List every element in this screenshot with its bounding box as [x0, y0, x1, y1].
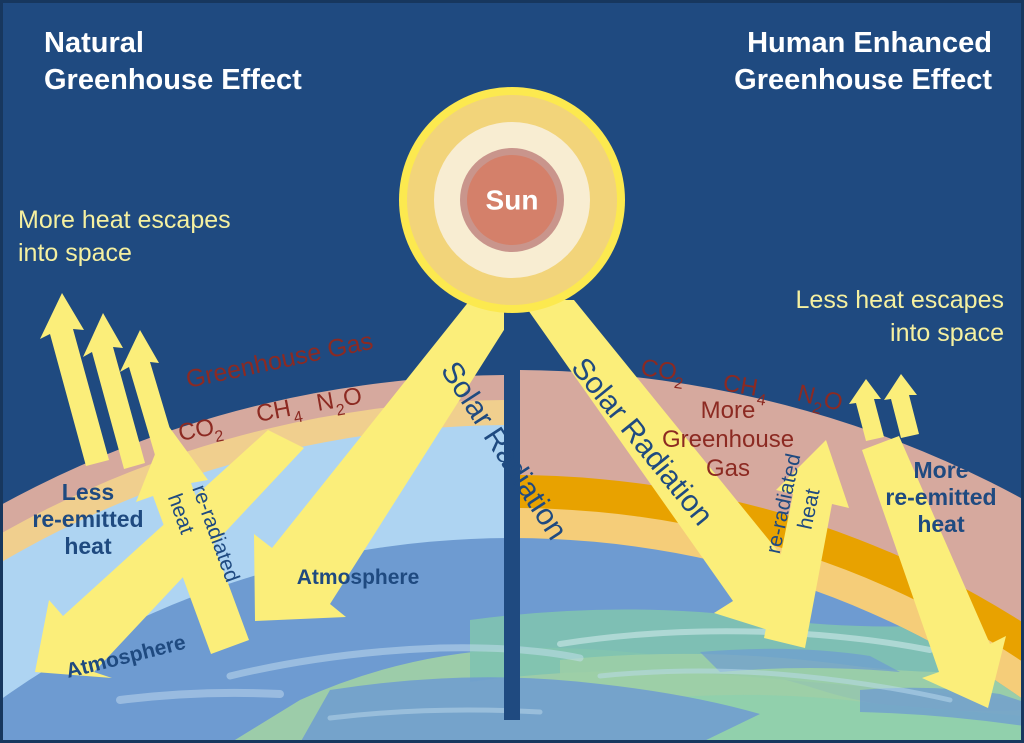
escape-arrow-left-1 — [40, 293, 109, 466]
left-re-emitted-arrow-shape — [35, 430, 304, 678]
left-solar-beam-shape — [254, 300, 523, 621]
earth-land-mass-4 — [640, 694, 1024, 743]
right-escaping-heat-arrows — [849, 374, 919, 441]
earth-landmasses — [116, 609, 1024, 743]
sun: Sun — [399, 87, 625, 313]
earth-cloud-swirl-1 — [226, 644, 584, 680]
right-re-emitted-heat-arrow — [862, 436, 1006, 708]
escape-arrow-right-1 — [849, 379, 884, 441]
panel-divider — [504, 300, 520, 720]
right-solar-radiation-beam — [521, 300, 806, 640]
right-re-radiated-heat-arrow — [764, 440, 849, 648]
right-re-emitted-arrow-shape — [862, 436, 1006, 708]
earth-ocean-channel-1 — [300, 677, 760, 743]
earth-ocean-channel-2 — [700, 648, 900, 672]
earth-cloud-swirl-4 — [597, 668, 953, 703]
escape-arrow-left-2 — [83, 313, 145, 469]
escape-arrow-right-2 — [884, 374, 919, 438]
left-re-radiated-heat-arrow — [136, 424, 249, 654]
left-re-radiated-arrow-shape — [136, 424, 249, 654]
right-re-radiated-arrow-shape — [764, 440, 849, 648]
right-solar-beam-shape — [521, 300, 806, 640]
left-re-emitted-heat-arrow — [35, 430, 304, 678]
sun-core — [467, 155, 557, 245]
earth-cloud-swirl-3 — [116, 688, 284, 704]
left-solar-radiation-beam — [254, 300, 523, 621]
